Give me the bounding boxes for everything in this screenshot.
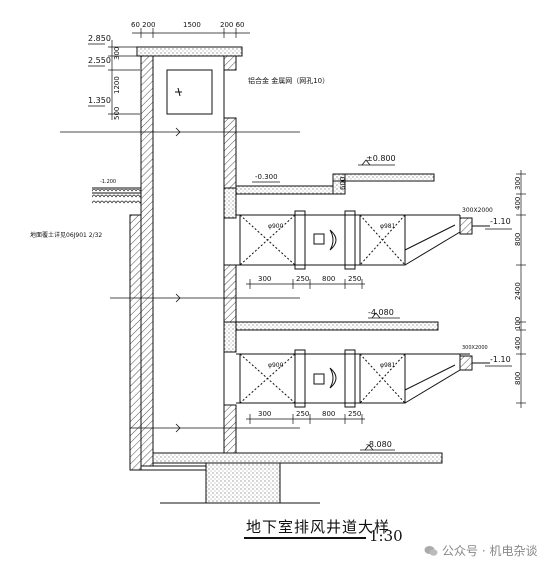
duct-run-lower xyxy=(236,349,490,408)
dim-right-7: 800 xyxy=(514,371,522,385)
level-0300: -0.300 xyxy=(255,173,278,181)
level-2850: 2.850 xyxy=(88,34,111,43)
dim-right-6: 400 xyxy=(514,336,522,350)
side-note: 地面覆土详见06J901 2/32 xyxy=(30,232,103,239)
fan-label-c: φ900 xyxy=(268,362,284,369)
dim-step-600: 600 xyxy=(339,176,347,190)
duct-dimension-upper xyxy=(246,279,365,289)
dim-bottom-d-upper: 250 xyxy=(348,275,362,283)
dim-bottom-b-lower: 250 xyxy=(296,410,310,418)
level-110-a: -1.10 xyxy=(490,217,511,226)
dim-left-1200: 1200 xyxy=(113,76,121,94)
shaft-right-wall xyxy=(223,55,237,454)
dim-top-right: 200 60 xyxy=(220,21,245,29)
dim-right-3: 800 xyxy=(514,232,522,246)
basement-outer-wall xyxy=(129,214,206,471)
level-0800: ±0.800 xyxy=(366,154,396,163)
dim-bottom-c-lower: 800 xyxy=(322,410,336,418)
level-ground: -1.200 xyxy=(100,179,117,185)
dim-top-left: 60 200 xyxy=(131,21,156,29)
dim-bottom-a-upper: 300 xyxy=(258,275,272,283)
foundation-block xyxy=(160,462,320,504)
watermark: 公众号 · 机电杂谈 xyxy=(424,542,537,559)
louver-label: 铝合金 金属网（网孔10） xyxy=(248,77,330,85)
duct-size-bottom: 300X2000 xyxy=(462,345,488,351)
level-110-b: -1.10 xyxy=(490,355,511,364)
fan-label-b: φ981 xyxy=(380,223,396,230)
right-dimension-line xyxy=(516,170,526,408)
dim-left-500: 500 xyxy=(113,106,121,120)
slab-level-8080 xyxy=(152,452,443,464)
wechat-icon xyxy=(424,545,438,556)
drawing-title: 地下室排风井道大样 xyxy=(246,518,391,536)
level-1350: 1.350 xyxy=(88,96,111,105)
dim-right-1: 300 xyxy=(514,176,522,190)
roof-cap-slab xyxy=(136,46,243,57)
shaft-left-wall xyxy=(140,55,154,467)
dim-right-5: 100 xyxy=(514,316,522,330)
dim-bottom-d-lower: 250 xyxy=(348,410,362,418)
left-elevation-dim xyxy=(88,40,140,120)
duct-size-top: 300X2000 xyxy=(462,207,493,214)
fan-label-d: φ981 xyxy=(380,362,396,369)
dim-bottom-b-upper: 250 xyxy=(296,275,310,283)
dim-right-4: 2400 xyxy=(514,282,522,300)
duct-dimension-lower xyxy=(246,414,365,424)
duct-run-upper xyxy=(236,210,490,270)
dim-right-2: 400 xyxy=(514,196,522,210)
level-4080: -4.080 xyxy=(368,308,394,317)
level-marker-lines xyxy=(252,159,512,451)
dim-top-mid: 1500 xyxy=(183,21,201,29)
fan-label-a: φ900 xyxy=(268,223,284,230)
drawing-scale: 1:30 xyxy=(369,527,403,545)
louver-opening xyxy=(166,69,213,115)
level-2550: 2.550 xyxy=(88,56,111,65)
slab-level-4080 xyxy=(235,321,439,331)
dim-bottom-a-lower: 300 xyxy=(258,410,272,418)
dim-bottom-c-upper: 800 xyxy=(322,275,336,283)
slab-level-0 xyxy=(235,173,435,195)
ground-soil xyxy=(92,187,141,205)
dim-left-300: 300 xyxy=(113,46,121,60)
top-dimension-line xyxy=(132,28,250,38)
watermark-text: 公众号 · 机电杂谈 xyxy=(442,544,538,558)
level-8080: -8.080 xyxy=(366,440,392,449)
